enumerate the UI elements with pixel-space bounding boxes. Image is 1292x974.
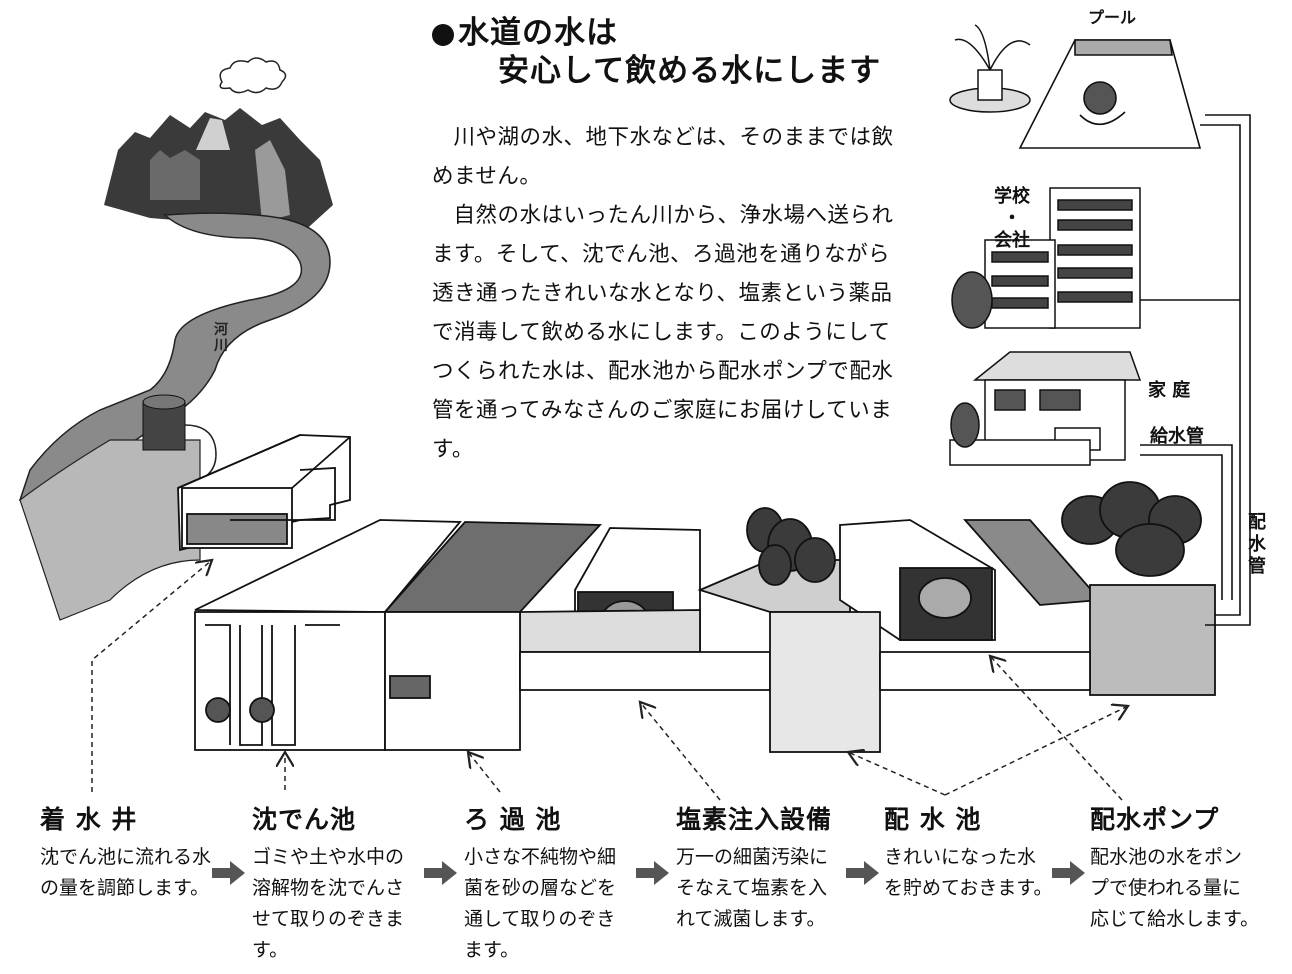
- fountain-icon: [949, 24, 1031, 113]
- distribution-pipe-line: [1135, 114, 1251, 626]
- home-label: 家 庭: [1148, 380, 1191, 401]
- treatment-plant-structure: [194, 481, 1216, 753]
- stage-sedimentation-title: 沈でん池: [252, 805, 357, 834]
- river-icon: [18, 212, 331, 621]
- flow-arrow-icon: [212, 861, 245, 885]
- stage-filter-desc: 小さな不純物や細菌を砂の層などを通して取りのぞきます。: [464, 846, 617, 961]
- leader-arrows: [91, 560, 1128, 801]
- intake-tower-icon: [142, 394, 217, 481]
- pool-label: プール: [1088, 8, 1137, 27]
- bullet-icon: [432, 23, 454, 46]
- page-title-line2: 安心して飲める水にします: [498, 53, 882, 89]
- stage-chlorine-desc: 万一の細菌汚染にそなえて塩素を入れて滅菌します。: [676, 846, 829, 930]
- stage-pump-title: 配水ポンプ: [1090, 805, 1220, 834]
- stage-reservoir-title: 配 水 池: [884, 805, 982, 834]
- tree-icon: [1061, 481, 1202, 577]
- stage-receiving-well-title: 着 水 井: [40, 805, 138, 834]
- distribution-pipe-label: 配水管: [1248, 512, 1266, 577]
- stage-receiving-well-desc: 沈でん池に流れる水の量を調節します。: [40, 846, 212, 899]
- flow-arrow-icon: [636, 861, 669, 885]
- intro-paragraph: 川や湖の水、地下水などは、そのままでは飲めません。 自然の水はいったん川から、浄…: [432, 118, 902, 469]
- flow-arrow-icon: [424, 861, 457, 885]
- flow-arrow-icon: [1052, 861, 1085, 885]
- title-block: 水道の水は 安心して飲める水にします: [432, 14, 881, 90]
- stage-chlorine-title: 塩素注入設備: [676, 805, 833, 834]
- paragraph-2: 自然の水はいったん川から、浄水場へ送られます。そして、沈でん池、ろ過池を通りなが…: [432, 203, 894, 462]
- stage-reservoir-desc: きれいになった水を貯めておきます。: [884, 846, 1053, 899]
- paragraph-1: 川や湖の水、地下水などは、そのままでは飲めません。: [432, 125, 894, 189]
- page-title-line1: 水道の水は: [432, 14, 881, 52]
- house-icon: [949, 351, 1142, 466]
- school-label: 学校 ・ 会社: [994, 186, 1030, 251]
- mountain-dam-icon: [104, 108, 333, 235]
- stage-filter-title: ろ 過 池: [464, 805, 562, 834]
- flow-arrow-icon: [846, 861, 879, 885]
- school-building-icon: [951, 187, 1141, 329]
- tree-icon: [746, 507, 836, 586]
- sludge-scraper-icon: [205, 697, 275, 723]
- cloud-icon: [219, 57, 287, 94]
- stage-sedimentation-desc: ゴミや土や水中の溶解物を沈でんさせて取りのぞきます。: [252, 846, 405, 961]
- stage-pump-desc: 配水池の水をポンプで使われる量に応じて給水します。: [1090, 846, 1260, 930]
- receiving-well: [177, 434, 351, 552]
- supply-pipe-label: 給水管: [1150, 426, 1204, 447]
- pool-icon: [1018, 39, 1202, 149]
- river-label: 河川: [214, 322, 228, 354]
